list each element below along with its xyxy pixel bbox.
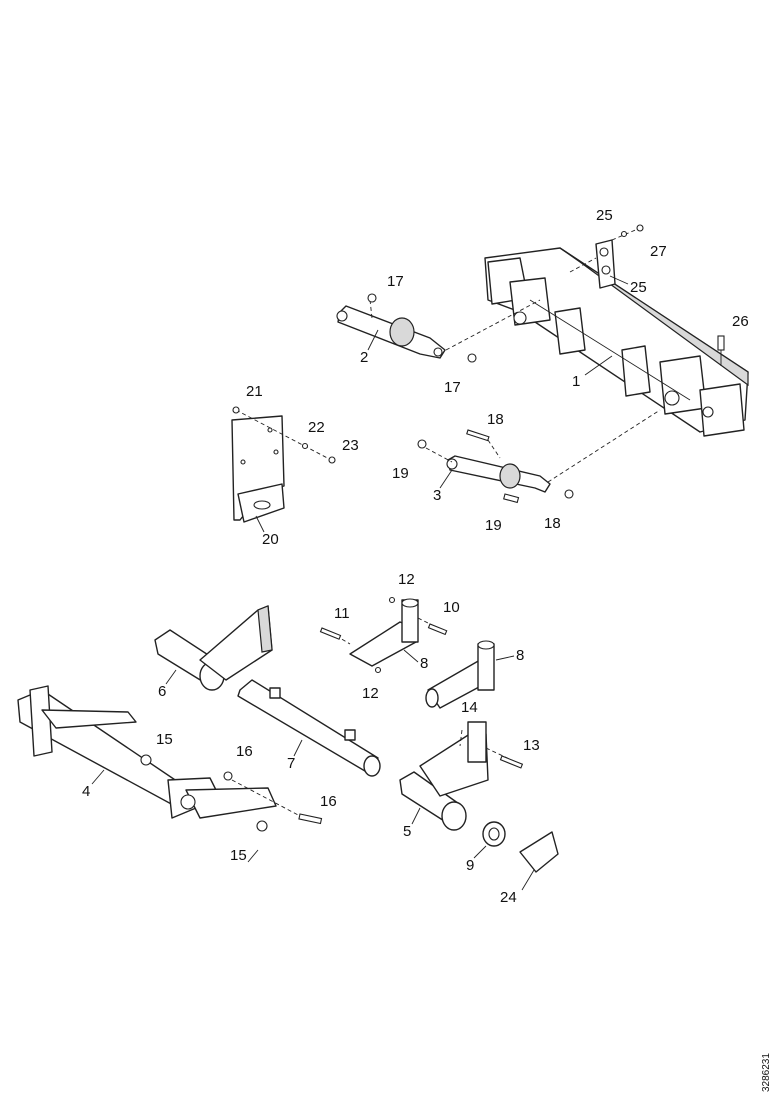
callout-19a: 19 <box>392 465 409 482</box>
callout-8b: 8 <box>516 647 524 664</box>
part-21-23-fasteners <box>232 406 336 464</box>
callout-16b: 16 <box>320 793 337 810</box>
part-5-arm <box>399 721 524 831</box>
callout-21: 21 <box>246 383 263 400</box>
callout-1: 1 <box>572 373 580 390</box>
callout-25a: 25 <box>596 207 613 224</box>
part-6-arm <box>154 605 273 691</box>
callout-22: 22 <box>308 419 325 436</box>
part-1-main-frame <box>484 247 749 437</box>
callout-6: 6 <box>158 683 166 700</box>
callout-15a: 15 <box>156 731 173 748</box>
callout-13: 13 <box>523 737 540 754</box>
callout-15b: 15 <box>230 847 247 864</box>
callout-20: 20 <box>262 531 279 548</box>
part-20-plate <box>231 415 285 523</box>
callout-12b: 12 <box>362 685 379 702</box>
callout-labels: 1 2 3 4 5 6 7 8 8 9 10 11 12 12 13 14 15… <box>82 207 749 906</box>
callout-19b: 19 <box>485 517 502 534</box>
callout-2: 2 <box>360 349 368 366</box>
callout-9: 9 <box>466 857 474 874</box>
callout-17a: 17 <box>387 273 404 290</box>
document-id: 3286231 <box>761 1053 772 1092</box>
callout-27: 27 <box>650 243 667 260</box>
callout-14: 14 <box>461 699 478 716</box>
part-8-pivot-upper <box>319 596 448 674</box>
callout-leaders <box>91 275 629 891</box>
callout-18b: 18 <box>544 515 561 532</box>
callout-16a: 16 <box>236 743 253 760</box>
callout-17b: 17 <box>444 379 461 396</box>
part-9-bushing <box>482 821 506 847</box>
part-24-guard <box>519 831 559 873</box>
part-8-pivot-lower <box>425 640 495 709</box>
callout-24: 24 <box>500 889 517 906</box>
callout-10: 10 <box>443 599 460 616</box>
part-4-axle <box>17 685 323 832</box>
part-28-bolt <box>717 335 725 366</box>
callout-26: 26 <box>732 313 749 330</box>
part-3-cylinder <box>417 409 661 504</box>
callout-4: 4 <box>82 783 90 800</box>
callout-11: 11 <box>334 605 350 622</box>
callout-23: 23 <box>342 437 359 454</box>
callout-7: 7 <box>287 755 295 772</box>
callout-12a: 12 <box>398 571 415 588</box>
callout-5: 5 <box>403 823 411 840</box>
part-26-27-fasteners <box>611 224 644 241</box>
callout-25b: 25 <box>630 279 647 296</box>
callout-8a: 8 <box>420 655 428 672</box>
part-2-cylinder <box>336 293 541 363</box>
part-7-tube <box>237 679 381 777</box>
callout-18a: 18 <box>487 411 504 428</box>
callout-3: 3 <box>433 487 441 504</box>
